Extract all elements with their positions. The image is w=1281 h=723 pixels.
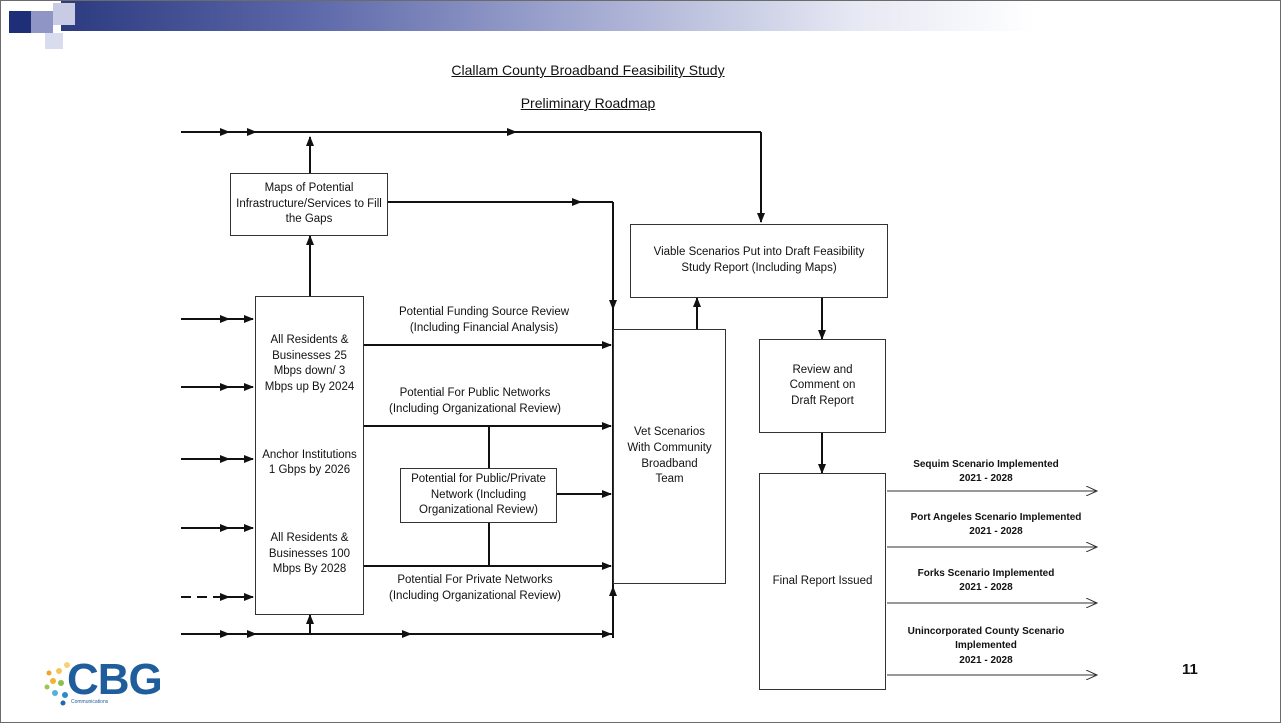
- public-label-1: Potential For Public Networks: [399, 387, 551, 399]
- funding-label-1: Potential Funding Source Review: [398, 306, 570, 318]
- cbg-logo-text: CBG: [67, 655, 163, 704]
- goal-2024: All Residents & Businesses 25 Mbps down/…: [264, 334, 355, 393]
- review-box: Review and Comment on Draft Report: [759, 339, 886, 433]
- scenario-unincorporated-name: Unincorporated County Scenario Implement…: [907, 626, 1065, 651]
- scenario-forks-years: 2021 - 2028: [959, 582, 1013, 593]
- goal-2026: Anchor Institutions 1 Gbps by 2026: [262, 448, 357, 477]
- header-square-dark: [9, 11, 31, 33]
- diagram-subtitle: Preliminary Roadmap: [520, 95, 656, 111]
- goal-2028: All Residents & Businesses 100 Mbps By 2…: [268, 532, 351, 576]
- page-number: 11: [1182, 661, 1198, 678]
- maps-box: Maps of Potential Infrastructure/Service…: [230, 173, 388, 236]
- cbg-logo-subtext: Communications: [71, 699, 109, 705]
- scenario-port-angeles-years: 2021 - 2028: [969, 526, 1023, 537]
- private-label-1: Potential For Private Networks: [397, 574, 553, 586]
- scenario-sequim-years: 2021 - 2028: [959, 473, 1013, 484]
- header-square-mid: [31, 11, 53, 33]
- header-gradient-bar: [61, 1, 1280, 31]
- public-private-box: Potential for Public/Private Network (In…: [400, 468, 557, 523]
- funding-label-2: (Including Financial Analysis): [409, 322, 559, 334]
- scenario-sequim-name: Sequim Scenario Implemented: [913, 459, 1059, 470]
- diagram-title: Clallam County Broadband Feasibility Stu…: [451, 62, 725, 78]
- viable-scenarios-box: Viable Scenarios Put into Draft Feasibil…: [630, 224, 888, 298]
- final-report-box: Final Report Issued: [759, 473, 886, 690]
- private-label-2: (Including Organizational Review): [389, 590, 561, 602]
- vet-scenarios-box: Vet Scenarios With Community Broadband T…: [613, 329, 726, 584]
- header-square-small: [45, 33, 63, 49]
- scenario-port-angeles-name: Port Angeles Scenario Implemented: [910, 512, 1082, 523]
- header-square-light: [53, 3, 75, 25]
- cbg-globe-icon: [44, 662, 70, 706]
- public-label-2: (Including Organizational Review): [389, 403, 561, 415]
- scenario-forks-name: Forks Scenario Implemented: [917, 568, 1055, 579]
- goals-box: All Residents & Businesses 25 Mbps down/…: [255, 296, 364, 615]
- scenario-unincorporated-years: 2021 - 2028: [959, 655, 1013, 666]
